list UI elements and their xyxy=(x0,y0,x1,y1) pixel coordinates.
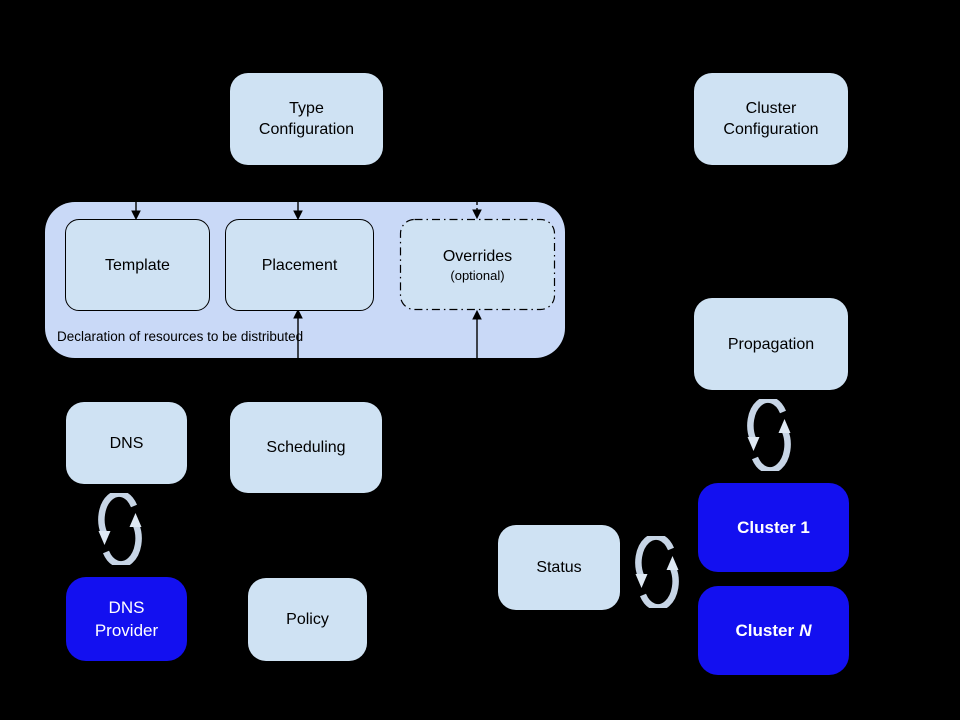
status-label: Status xyxy=(536,559,582,576)
template-node: Template xyxy=(65,219,210,311)
overrides-label: Overrides xyxy=(442,247,513,265)
status-node: Status xyxy=(498,525,620,610)
type-configuration-node: Type Configuration xyxy=(230,73,383,165)
placement-label: Placement xyxy=(261,256,338,274)
cluster-n-label-suffix: N xyxy=(799,621,812,640)
dns-provider-label-line1: DNS xyxy=(108,598,145,617)
cluster-1-label: Cluster 1 xyxy=(737,518,810,537)
type-configuration-label-line2: Configuration xyxy=(258,121,355,138)
scheduling-node: Scheduling xyxy=(230,402,382,493)
cluster-configuration-label-line1: Cluster xyxy=(745,100,797,117)
cluster-configuration-node: Cluster Configuration xyxy=(694,73,848,165)
sync-arrows-icon xyxy=(744,399,794,471)
dns-label: DNS xyxy=(109,434,144,452)
overrides-node: Overrides (optional) xyxy=(400,219,555,310)
dns-provider-label-line2: Provider xyxy=(94,621,159,640)
policy-label: Policy xyxy=(286,611,329,628)
scheduling-label: Scheduling xyxy=(266,439,346,456)
template-label: Template xyxy=(105,256,170,274)
cluster-1-node: Cluster 1 xyxy=(698,483,849,572)
sync-arrows-icon xyxy=(95,493,145,565)
policy-node: Policy xyxy=(248,578,367,661)
cluster-n-label-prefix: Cluster xyxy=(735,621,795,640)
dns-provider-node: DNS Provider xyxy=(66,577,187,661)
propagation-node: Propagation xyxy=(694,298,848,390)
type-configuration-label-line1: Type xyxy=(289,100,324,117)
overrides-sublabel: (optional) xyxy=(450,267,505,283)
propagation-label: Propagation xyxy=(727,335,815,353)
cluster-configuration-label-line2: Configuration xyxy=(723,121,819,138)
sync-arrows-icon xyxy=(632,536,682,608)
dns-node: DNS xyxy=(66,402,187,484)
placement-node: Placement xyxy=(225,219,374,311)
container-caption: Declaration of resources to be distribut… xyxy=(57,329,304,344)
